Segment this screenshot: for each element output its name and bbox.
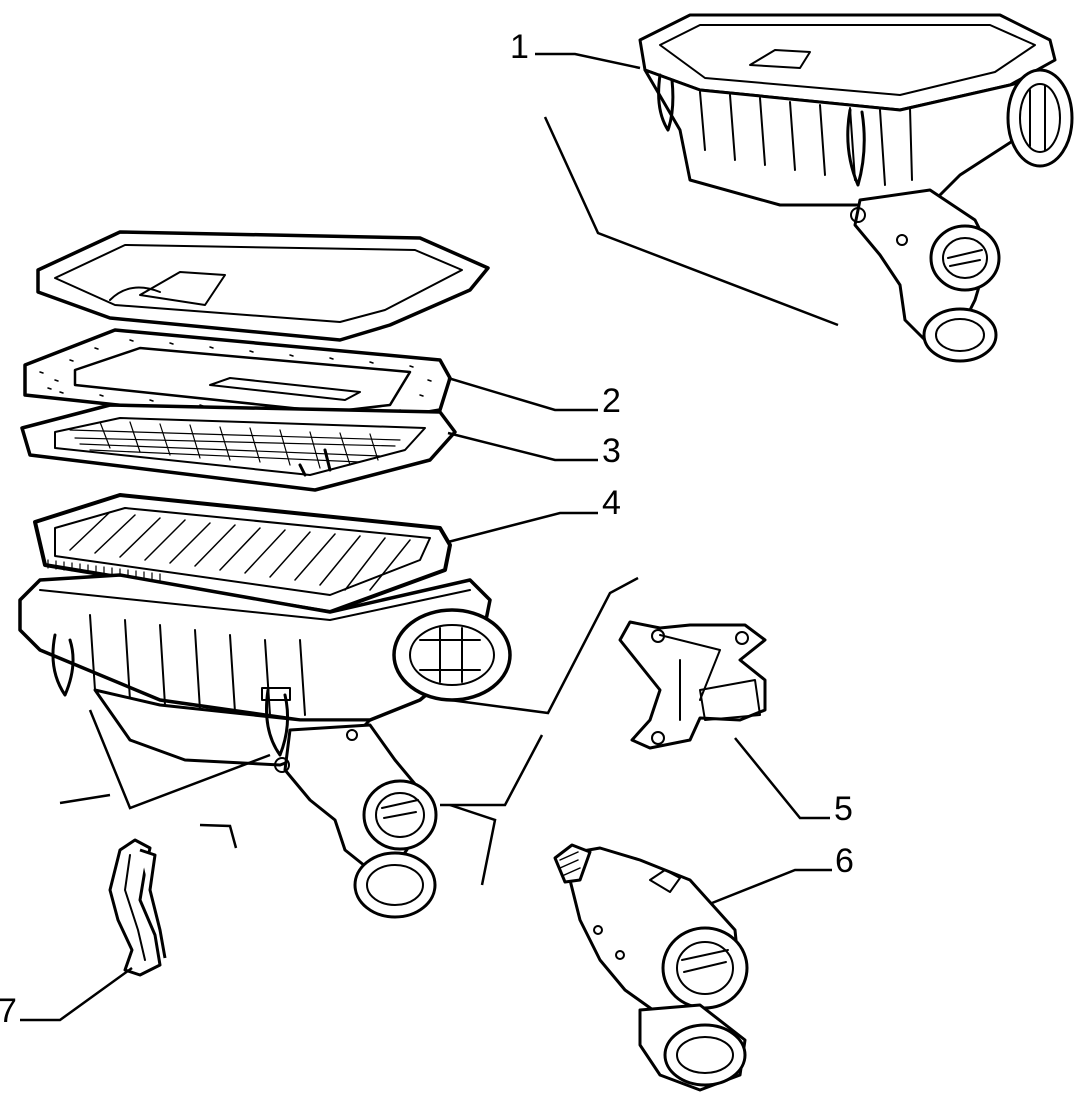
part-number-7: 7 [0,992,17,1030]
lid-illustration [36,230,490,342]
leader-line-5 [734,737,830,820]
leader-line-2 [447,376,598,412]
part-number-5: 5 [834,790,853,828]
gasket-illustration [23,328,452,430]
intake-duct-illustration [553,843,749,1092]
clip-bracket-line-b [59,793,238,849]
part-number-2: 2 [602,382,621,420]
lower-housing-illustration [18,573,512,919]
part-number-4: 4 [602,484,621,522]
retaining-clip-illustration [108,838,167,977]
leader-line-1 [535,52,641,70]
mount-bracket-line [449,576,639,715]
leader-line-6 [711,868,832,905]
filter-element-illustration [33,493,452,614]
leader-line-4 [447,511,598,544]
grouping-bracket-line [543,116,839,327]
duct-bracket-line-b [449,803,497,886]
mounting-bracket-illustration [618,620,767,750]
part-number-3: 3 [602,432,621,470]
leader-line-3 [447,431,598,462]
part-number-6: 6 [835,842,854,880]
mesh-frame-illustration [20,403,457,492]
assembled-air-cleaner-illustration [638,13,1074,363]
leader-line-7 [20,966,133,1022]
clip-bracket-line-a [88,709,271,810]
part-number-1: 1 [510,28,529,66]
duct-bracket-line-a [440,734,544,807]
